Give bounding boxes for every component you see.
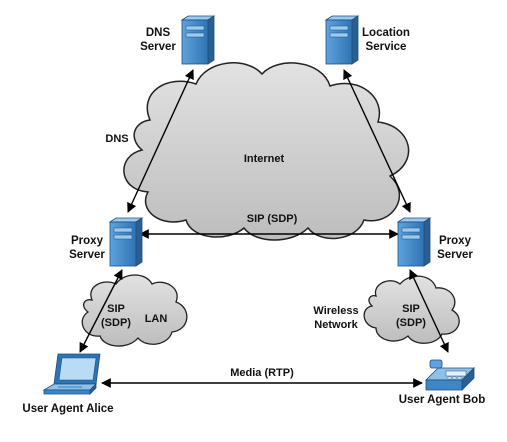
link-alice-proxy <box>79 269 123 353</box>
link-location <box>343 69 411 213</box>
bob-label: User Agent Bob <box>399 394 485 406</box>
location-server-icon <box>324 15 360 65</box>
proxy-server-right-icon <box>396 217 432 267</box>
wireless-network-label-2: Network <box>314 319 358 331</box>
lan-label: LAN <box>145 313 168 325</box>
proxy-server-left-icon <box>108 217 144 267</box>
proxy-right-label-1: Proxy <box>439 235 472 247</box>
dns-link-label: DNS <box>105 133 128 145</box>
proxy-left-label-1: Proxy <box>71 235 104 247</box>
laptop-icon <box>42 353 101 395</box>
lan-sdp-label: (SDP) <box>101 317 131 329</box>
proxy-right-label-2: Server <box>437 249 473 261</box>
location-service-label-1: Location <box>362 27 410 39</box>
sip-sdp-link-label: SIP (SDP) <box>247 213 298 225</box>
lan-cloud: SIP (SDP) LAN <box>81 274 188 347</box>
wireless-network-label-1: Wireless <box>313 305 358 317</box>
wireless-cloud: SIP (SDP) <box>363 275 460 344</box>
proxy-left-label-2: Server <box>69 249 105 261</box>
dns-server-label-2: Server <box>140 41 176 53</box>
phone-icon <box>425 359 475 391</box>
wireless-sip-label: SIP <box>402 303 420 315</box>
media-link-label: Media (RTP) <box>230 367 294 379</box>
link-dns <box>127 69 194 213</box>
alice-label: User Agent Alice <box>22 403 113 415</box>
internet-label: Internet <box>244 153 285 165</box>
lan-sip-label: SIP <box>107 303 125 315</box>
dns-server-icon <box>180 15 216 65</box>
wireless-sdp-label: (SDP) <box>396 317 426 329</box>
dns-server-label-1: DNS <box>146 27 171 39</box>
location-service-label-2: Service <box>366 41 407 53</box>
link-bob-proxy <box>409 269 449 353</box>
